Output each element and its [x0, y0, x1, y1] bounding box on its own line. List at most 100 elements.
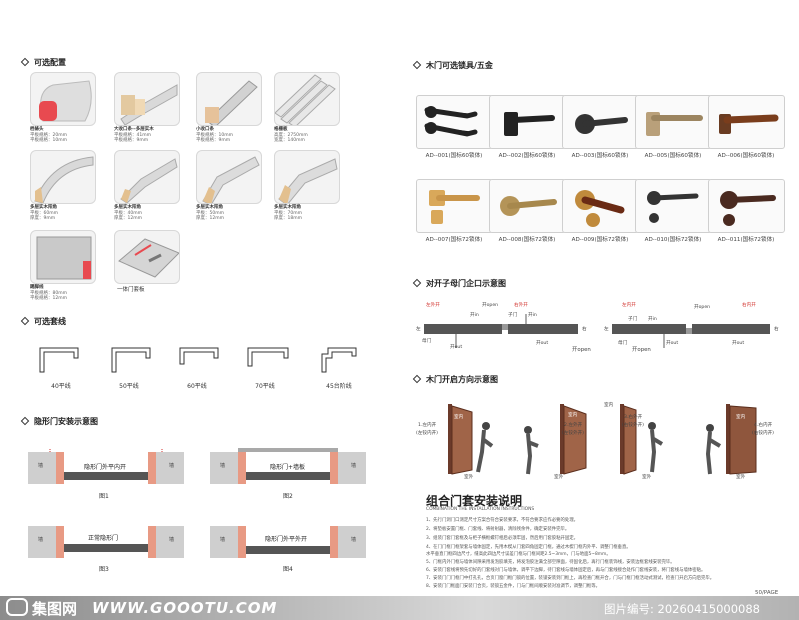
hardware-caption-7: AD--008(国标72锁体) [498, 237, 556, 243]
label-left-inner: 左内开 [622, 303, 636, 308]
trim-caption-70: 70平线 [255, 383, 275, 390]
open-dir-sub-4: (右铰内开) [752, 431, 774, 436]
wall-label: 墙 [169, 463, 175, 469]
label-left-outer: 左外开 [426, 303, 440, 308]
label-mother: 母门 [422, 339, 432, 344]
section-open-dir: 木门开启方向示意图 [412, 374, 498, 385]
trim-profile-50 [111, 347, 151, 373]
hidden-fig-label-3: 正常隐形门 [88, 535, 119, 542]
label-son: 子门 [628, 317, 638, 322]
thumb-config-2 [114, 72, 180, 126]
open-dir-title-2: 2.左外开 [564, 423, 583, 428]
watermark-bar [0, 596, 799, 620]
hidden-fig-label-1: 隐形门外平内开 [84, 464, 127, 471]
label-open-bottom-1: 开open [572, 347, 591, 353]
diamond-icon [20, 416, 30, 426]
hardware-caption-6: AD--007(国标72锁体) [425, 237, 483, 243]
logo-icon [6, 598, 28, 616]
section-config: 可选配置 [20, 57, 66, 68]
label-mother: 母门 [618, 341, 628, 346]
hardware-card-4 [635, 95, 712, 149]
section-trim: 可选套线 [20, 316, 66, 327]
hardware-caption-8: AD--009(国标72锁体) [571, 237, 629, 243]
hidden-door-fig-1: 墙 墙 隐形门外平内开 [28, 448, 184, 486]
page-number: 50/PAGE [755, 590, 779, 596]
hardware-card-9 [635, 179, 712, 233]
section-mother-door: 对开子母门企口示意图 [412, 278, 506, 289]
label-left: 左 [604, 327, 609, 332]
wall-label: 墙 [351, 463, 357, 469]
wall-label: 墙 [38, 463, 44, 469]
label-son: 子门 [508, 313, 518, 318]
hardware-card-1 [416, 95, 493, 149]
open-dir-indoor-3: 室内 [604, 403, 614, 408]
trim-caption-45: 45台阶线 [326, 383, 352, 390]
mother-door-diagram-2: 左内开 右内开 开open 左 右 子门 开in 母门 开out 开out [604, 296, 784, 356]
watermark-id: 图片编号: 20260415000088 [604, 602, 760, 616]
thumb-config-9 [30, 230, 96, 284]
label-open-in: 开in [470, 313, 479, 318]
open-dir-indoor-1: 室内 [454, 415, 464, 420]
label-open-out: 开out [666, 341, 679, 346]
install-step-4b: 水平垂直门框四边尺寸，缝高此四边尺寸误差门框与门框间距2.5~3mm，门与地面5… [426, 552, 611, 557]
open-dir-outdoor-4: 室外 [736, 475, 746, 480]
open-dir-title-1: 1.左内开 [418, 423, 437, 428]
open-dir-fig-1: 1.左内开 (左铰内开) 室内 室外 [414, 400, 506, 480]
install-subtitle: COMBINATION THE INSTALLATION INSTRUCTION… [426, 507, 535, 512]
section-hidden-door: 隐形门安装示意图 [20, 416, 98, 427]
open-dir-indoor-4: 室内 [736, 415, 746, 420]
install-step-1: 1、先行门洞门口测定尺寸方案合符合安装要求，不符合要求应作必要的处理。 [426, 518, 579, 523]
thumb-config-4 [274, 72, 340, 126]
hardware-card-10 [708, 179, 785, 233]
open-dir-outdoor-3: 室外 [642, 475, 652, 480]
label-open-bottom-2: 开open [632, 347, 651, 353]
hardware-card-2 [489, 95, 566, 149]
label-right-outer: 右外开 [514, 303, 528, 308]
thumb-config-8 [274, 150, 340, 204]
diamond-icon [412, 374, 422, 384]
hardware-caption-2: AD--002(国标60锁体) [498, 153, 556, 159]
label-open-out: 开out [536, 341, 549, 346]
wall-label: 墙 [38, 537, 44, 543]
label-left: 左 [416, 327, 421, 332]
hardware-caption-4: AD--005(国标60锁体) [644, 153, 702, 159]
open-dir-indoor-2: 室内 [568, 413, 578, 418]
label-open: 开open [694, 305, 711, 310]
hardware-card-6 [416, 179, 493, 233]
wall-label: 墙 [220, 537, 226, 543]
hardware-caption-3: AD--003(国标60锁体) [571, 153, 629, 159]
watermark-logo: 集图网 [32, 600, 78, 618]
open-dir-outdoor-2: 室外 [554, 475, 564, 480]
open-dir-fig-2: 2.左外开 (左铰外开) 室内 室外 [508, 400, 600, 480]
label-open-out: 开out [450, 345, 463, 350]
hidden-fig-cap-1: 图1 [99, 493, 109, 500]
mother-door-diagram-1: 左外开 右外开 开in 开open 左 右 母门 开out 开in 子门 开ou… [416, 296, 596, 356]
hidden-fig-label-4: 隐形门外平外开 [265, 536, 308, 543]
label-open: 开open [482, 303, 499, 308]
watermark-url: WWW.GOOOTU.COM [92, 599, 278, 617]
hidden-fig-label-2: 隐形门+墙板 [270, 464, 306, 471]
trim-profile-60 [179, 347, 219, 365]
label-open-in: 开in [528, 313, 537, 318]
wall-label: 墙 [169, 537, 175, 543]
trim-profile-70 [247, 347, 289, 367]
thumb-config-6 [114, 150, 180, 204]
config-caption-10: 一体门套板 [117, 287, 145, 293]
install-step-4: 4、在门门框门框架套与墙体固定，先用木楔从门套四角固定门框，通过木楔门框内外平、… [426, 545, 631, 550]
hardware-caption-1: AD--001(国标60锁体) [425, 153, 483, 159]
trim-profile-45 [321, 347, 357, 373]
hidden-fig-cap-4: 图4 [283, 566, 293, 573]
install-step-6: 6、安装门套线将预先切好的门套线对门与墙体，调平下边脚，待门套线与墙体固定后，再… [426, 568, 706, 573]
install-step-7: 7、安装门门门框门中打孔孔，合页门窗门框门锁的位置，装锁安装到门框上，再检查门框… [426, 576, 715, 581]
trim-caption-60: 60平线 [187, 383, 207, 390]
open-dir-sub-3: (右铰外开) [622, 423, 644, 428]
wall-label: 墙 [220, 463, 226, 469]
label-open-out: 开out [732, 341, 745, 346]
